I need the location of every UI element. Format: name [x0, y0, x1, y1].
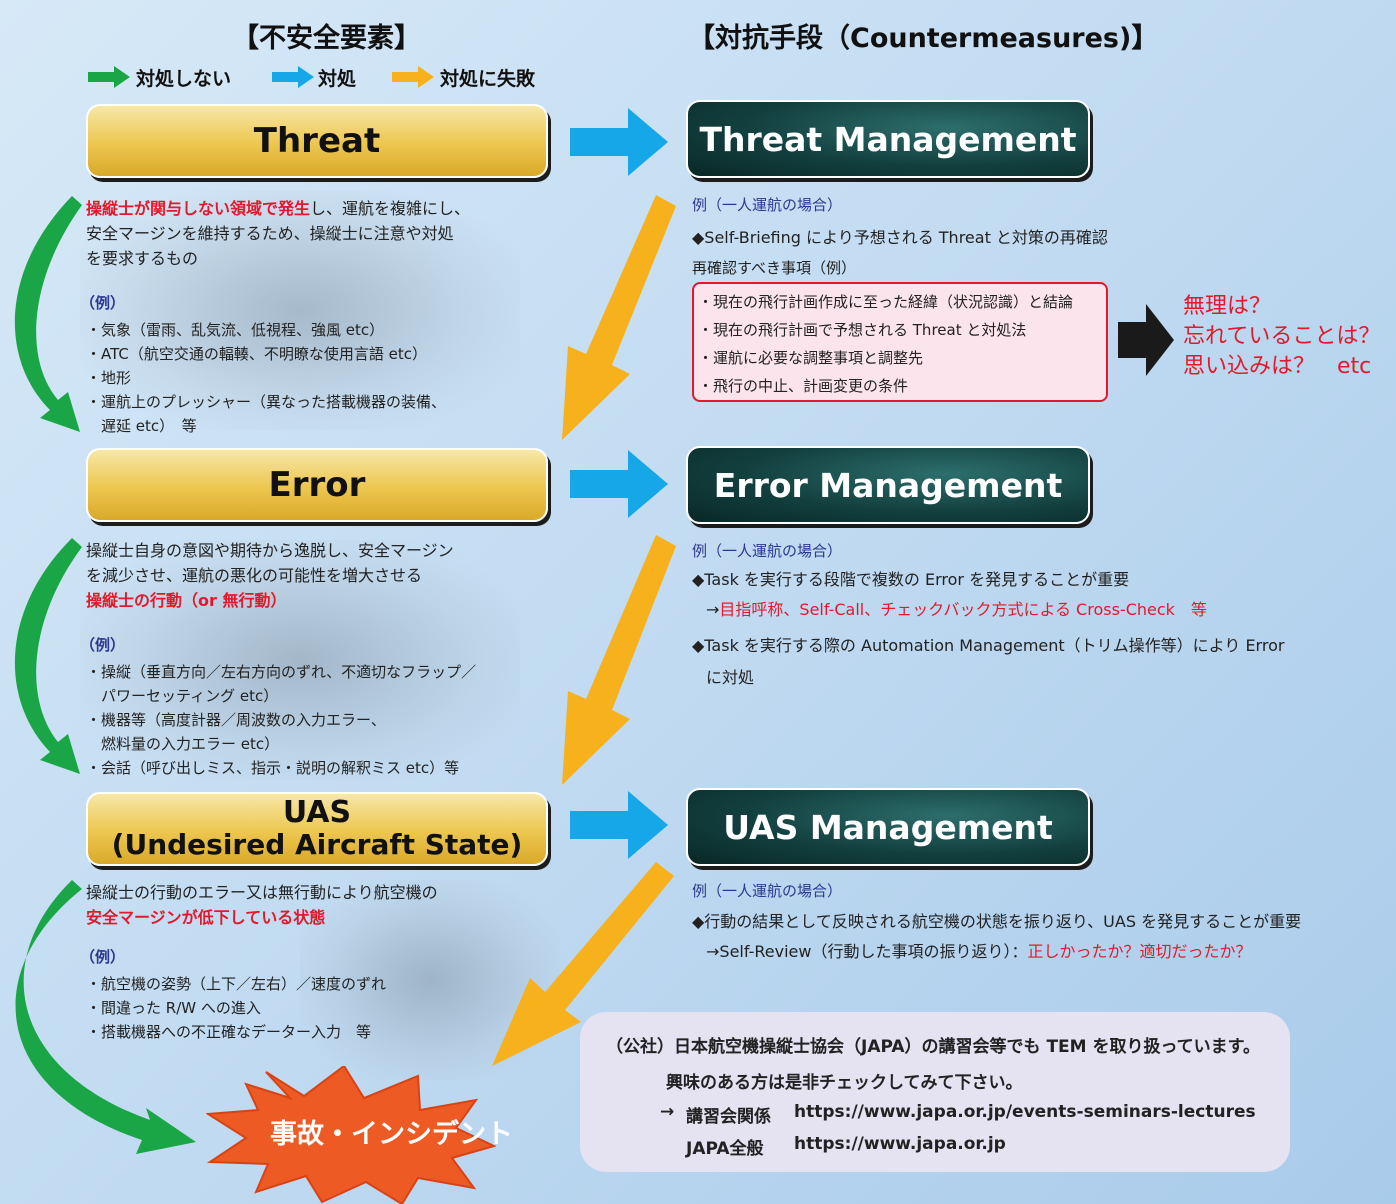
error-desc-highlight: 操縦士の行動（or 無行動）: [86, 591, 287, 610]
uas-subtitle: (Undesired Aircraft State): [111, 828, 523, 861]
uas-box: UAS (Undesired Aircraft State): [86, 792, 548, 866]
error-example-list: ・操縦（垂直方向／左右方向のずれ、不適切なフラップ／ パワーセッティング etc…: [86, 660, 476, 780]
threat-desc-line3: を要求するもの: [86, 249, 199, 268]
question-line: 思い込みは？ etc: [1183, 354, 1372, 379]
question-line: 忘れていることは？: [1183, 324, 1381, 349]
self-review-text: →Self-Review（行動した事項の振り返り）：: [706, 942, 1028, 961]
uas-description: 操縦士の行動のエラー又は無行動により航空機の 安全マージンが低下している状態: [86, 880, 526, 930]
unsafe-factors-header: 【不安全要素】: [232, 23, 421, 54]
threat-mgmt-example-label: 例（一人運航の場合）: [692, 196, 843, 214]
legend: 対処しない 対処 対処に失敗: [88, 62, 568, 92]
legend-arrow-orange-icon: [392, 66, 434, 88]
japa-link2-label: JAPA全般: [686, 1139, 764, 1159]
error-mgmt-line1: ◆Task を実行する段階で複数の Error を発見することが重要: [692, 570, 1130, 589]
uas-mgmt-example-label: 例（一人運航の場合）: [692, 882, 843, 900]
list-item: ・気象（雷雨、乱気流、低視程、強風 etc）: [86, 321, 385, 339]
green-curved-arrows: [14, 196, 196, 1154]
legend-arrow-green-icon: [88, 66, 130, 88]
threat-management-box: Threat Management: [686, 100, 1090, 178]
uas-desc-line1: 操縦士の行動のエラー又は無行動により航空機の: [86, 883, 438, 902]
japa-link2-url[interactable]: https://www.japa.or.jp: [794, 1134, 1006, 1154]
list-item: ・間違った R/W への進入: [86, 999, 261, 1017]
self-check-questions: 無理は？ 忘れていることは？ 思い込みは？ etc: [1183, 292, 1380, 382]
japa-info-line2: 興味のある方は是非チェックしてみて下さい。: [666, 1073, 1023, 1093]
list-item: 遅延 etc） 等: [86, 417, 197, 435]
legend-arrow-blue-icon: [272, 66, 314, 88]
recheck-items-box: ・現在の飛行計画作成に至った経緯（状況認識）と結論 ・現在の飛行計画で予想される…: [692, 282, 1108, 402]
question-line: 無理は？: [1183, 294, 1272, 319]
error-mgmt-highlight: 目指呼称、Self-Call、チェックバック方式による Cross-Check …: [719, 600, 1207, 619]
error-desc-line2: を減少させ、運航の悪化の可能性を増大させる: [86, 566, 423, 585]
error-example-label: （例）: [80, 636, 126, 654]
error-mgmt-example-label: 例（一人運航の場合）: [692, 542, 843, 560]
list-item: ・航空機の姿勢（上下／左右）／速度のずれ: [86, 975, 387, 993]
uas-management-title: UAS Management: [723, 807, 1053, 847]
error-management-box: Error Management: [686, 446, 1090, 524]
accident-burst-icon: [206, 1066, 496, 1204]
list-item: ・搭載機器への不正確なデーター入力 等: [86, 1023, 372, 1041]
list-item: ・ATC（航空交通の輻輳、不明瞭な使用言語 etc）: [86, 345, 427, 363]
list-item: ・地形: [86, 369, 132, 387]
list-item: ・運航上のプレッシャー（異なった搭載機器の装備、: [86, 393, 447, 411]
list-item: ・操縦（垂直方向／左右方向のずれ、不適切なフラップ／: [86, 663, 477, 681]
uas-mgmt-line2: →Self-Review（行動した事項の振り返り）：正しかったか？適切だったか？: [706, 940, 1252, 964]
black-arrow-icon: [1118, 304, 1174, 376]
orange-diagonal-arrows: [492, 195, 676, 1066]
blue-right-arrows: [570, 108, 668, 859]
error-desc-line1: 操縦士自身の意図や期待から逸脱し、安全マージン: [86, 541, 454, 560]
cockpit-background-image: [80, 540, 520, 780]
japa-link1-label: 講習会関係: [686, 1107, 771, 1127]
threat-example-list: ・気象（雷雨、乱気流、低視程、強風 etc） ・ATC（航空交通の輻輳、不明瞭な…: [86, 318, 446, 438]
storm-background-image: [80, 190, 520, 430]
uas-mgmt-line1: ◆行動の結果として反映される航空機の状態を振り返り、UAS を発見することが重要: [692, 912, 1302, 931]
list-item: ・運航に必要な調整事項と調整先: [698, 349, 924, 367]
japa-arrow: →: [660, 1102, 675, 1122]
threat-box: Threat: [86, 104, 548, 178]
legend-label-action: 対処: [318, 68, 357, 90]
accident-incident-label: 事故・インシデント: [270, 1119, 513, 1150]
threat-desc-line1: し、運航を複雑にし、: [310, 199, 471, 218]
list-item: ・飛行の中止、計画変更の条件: [698, 377, 909, 395]
threat-mgmt-line1: ◆Self-Briefing により予想される Threat と対策の再確認: [692, 228, 1108, 247]
list-item: パワーセッティング etc）: [86, 687, 279, 705]
threat-description: 操縦士が関与しない領域で発生し、運航を複雑にし、 安全マージンを維持するため、操…: [86, 196, 526, 271]
japa-info-line1: （公社）日本航空機操縦士協会（JAPA）の講習会等でも TEM を取り扱っていま…: [606, 1037, 1260, 1057]
japa-link1-url[interactable]: https://www.japa.or.jp/events-seminars-l…: [794, 1102, 1256, 1122]
uas-desc-highlight: 安全マージンが低下している状態: [86, 908, 326, 927]
uas-management-box: UAS Management: [686, 788, 1090, 866]
threat-management-title: Threat Management: [699, 119, 1077, 159]
uas-example-label: （例）: [80, 948, 126, 966]
arrow-prefix: →: [706, 600, 720, 619]
countermeasures-header: 【対抗手段（Countermeasures)】: [688, 23, 1159, 54]
error-management-title: Error Management: [713, 465, 1063, 505]
error-mgmt-line4: に対処: [706, 668, 755, 687]
threat-desc-highlight: 操縦士が関与しない領域で発生: [86, 199, 311, 218]
legend-label-failed-action: 対処に失敗: [440, 68, 536, 90]
threat-title: Threat: [253, 121, 381, 161]
uas-example-list: ・航空機の姿勢（上下／左右）／速度のずれ ・間違った R/W への進入 ・搭載機…: [86, 972, 386, 1044]
uas-title: UAS: [282, 795, 352, 830]
list-item: ・現在の飛行計画で予想される Threat と対処法: [698, 321, 1027, 339]
error-description: 操縦士自身の意図や期待から逸脱し、安全マージン を減少させ、運航の悪化の可能性を…: [86, 538, 526, 613]
list-item: ・会話（呼び出しミス、指示・説明の解釈ミス etc）等: [86, 759, 460, 777]
threat-desc-line2: 安全マージンを維持するため、操縦士に注意や対処: [86, 224, 454, 243]
legend-label-no-action: 対処しない: [136, 68, 232, 90]
list-item: 燃料量の入力エラー etc）: [86, 735, 280, 753]
japa-info-panel: （公社）日本航空機操縦士協会（JAPA）の講習会等でも TEM を取り扱っていま…: [580, 1012, 1290, 1172]
error-mgmt-line3: ◆Task を実行する際の Automation Management（トリム操…: [692, 636, 1285, 655]
threat-example-label: （例）: [80, 294, 126, 312]
list-item: ・現在の飛行計画作成に至った経緯（状況認識）と結論: [698, 293, 1074, 311]
list-item: ・機器等（高度計器／周波数の入力エラー、: [86, 711, 386, 729]
error-box: Error: [86, 448, 548, 522]
error-title: Error: [268, 465, 366, 505]
error-mgmt-line2: →目指呼称、Self-Call、チェックバック方式による Cross-Check…: [706, 598, 1207, 622]
threat-mgmt-line2: 再確認すべき事項（例）: [692, 259, 856, 277]
uas-mgmt-highlight: 正しかったか？適切だったか？: [1027, 942, 1252, 961]
